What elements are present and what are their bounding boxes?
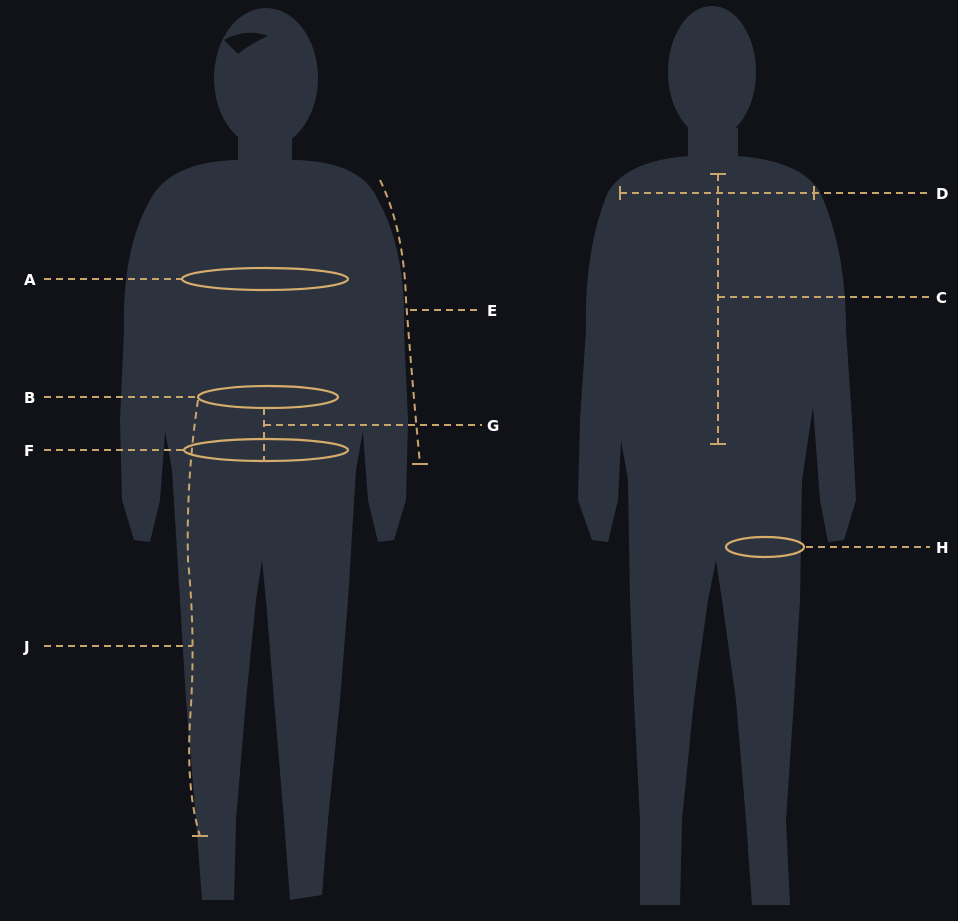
front-right-arm [352, 200, 408, 542]
front-left-arm [120, 200, 176, 542]
back-head [668, 6, 756, 138]
label-c: C [936, 289, 947, 307]
label-b: B [24, 389, 35, 407]
front-torso-legs [148, 160, 383, 900]
back-torso-legs [602, 156, 827, 905]
back-right-arm [804, 192, 856, 542]
label-a: A [24, 271, 36, 289]
label-g: G [487, 417, 499, 435]
back-left-arm [578, 192, 632, 542]
label-e: E [487, 302, 497, 320]
label-h: H [936, 539, 949, 557]
front-head [214, 8, 318, 148]
label-d: D [936, 185, 948, 203]
label-f: F [24, 442, 34, 460]
back-silhouette [578, 6, 856, 905]
label-j: J [23, 638, 30, 656]
front-silhouette [120, 8, 408, 900]
